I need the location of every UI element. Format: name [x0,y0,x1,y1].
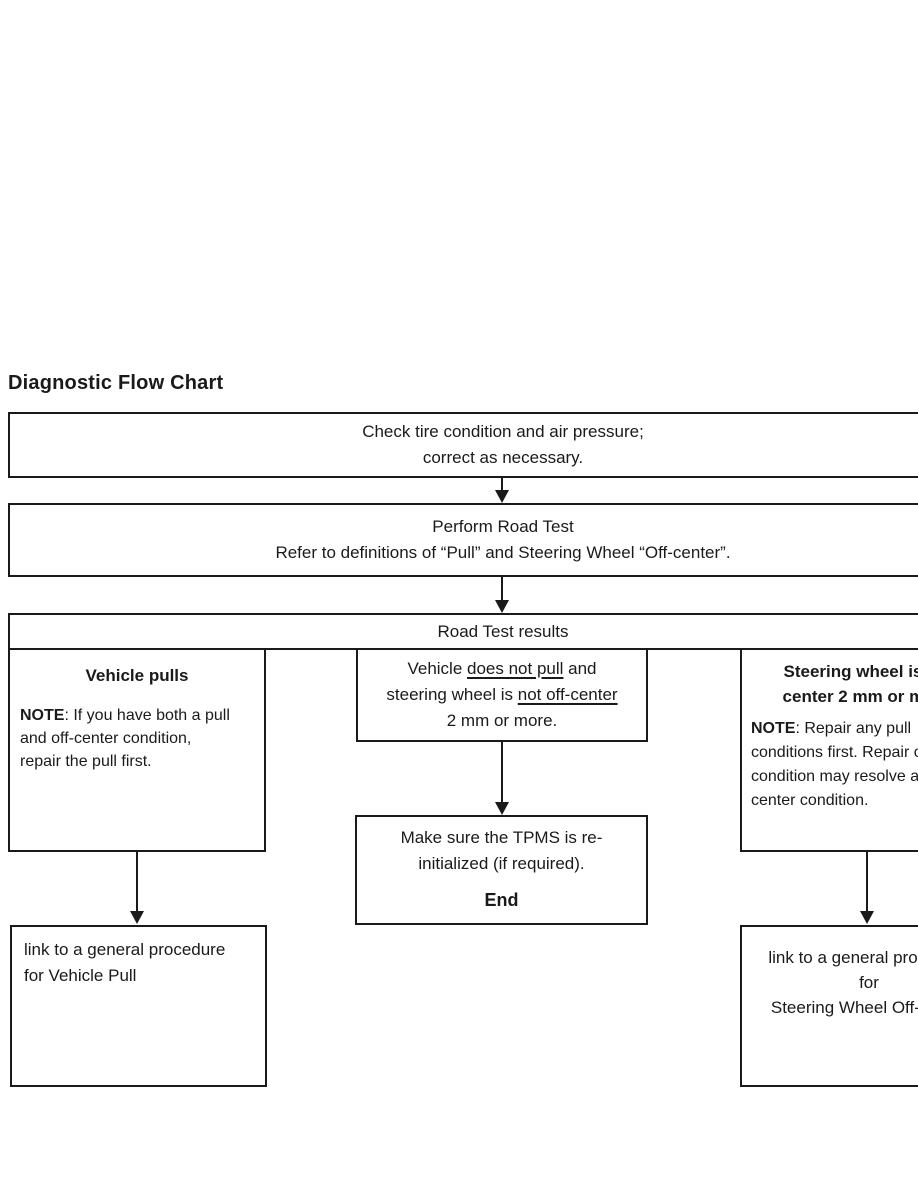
arrow-line [501,577,503,602]
no-pull-line2-underlined: not off-center [517,685,618,704]
note-line: NOTE: Repair any pull [751,717,918,741]
flow-box-road-test: Perform Road Test Refer to definitions o… [8,503,918,577]
arrow-line [501,742,503,804]
note-line: and off-center condition, [20,730,192,747]
note-line: NOTE: If you have both a pull [20,704,254,727]
link-steering-line2[interactable]: for [859,973,879,992]
arrow-line [501,478,503,492]
no-pull-line1-pre: Vehicle [407,659,468,678]
no-pull-line3: 2 mm or more. [446,711,558,730]
link-vehicle-pull-line2[interactable]: for Vehicle Pull [24,966,137,985]
note-line: repair the pull first. [20,753,152,770]
flow-box-road-test-line2: Refer to definitions of “Pull” and Steer… [275,543,731,562]
no-pull-line1: Vehicle does not pull and [358,656,646,682]
arrow-head [495,600,509,613]
flow-box-road-test-results-label: Road Test results [437,621,569,641]
no-pull-line2: steering wheel is not off-center [358,682,646,708]
tpms-line1: Make sure the TPMS is re- [400,828,603,847]
link-steering-line3[interactable]: Steering Wheel Off-center [770,998,918,1017]
note-text: : If you have both a pull [64,707,230,724]
flow-box-tpms-end: Make sure the TPMS is re- initialized (i… [355,815,648,925]
note-line: condition may resolve an off- [751,768,918,785]
flow-box-check-tires-line1: Check tire condition and air pressure; [362,422,644,441]
no-pull-line1-underlined: does not pull [467,659,564,678]
link-steering-line1[interactable]: link to a general procedure [768,948,918,967]
end-label: End [484,890,519,910]
vehicle-pulls-heading: Vehicle pulls [85,666,189,685]
tpms-line2: initialized (if required). [418,854,585,873]
arrow-line [866,852,868,913]
link-vehicle-pull-line1[interactable]: link to a general procedure [24,940,226,959]
arrow-head [860,911,874,924]
note-text: : Repair any pull [795,720,912,737]
arrow-head [495,802,509,815]
flow-box-no-pull: Vehicle does not pull and steering wheel… [356,648,648,742]
no-pull-line1-post: and [563,659,597,678]
flow-box-steering-off-center: Steering wheel is off- center 2 mm or mo… [740,648,918,852]
arrow-line [136,852,138,913]
flow-box-link-steering-off-center[interactable]: link to a general procedure for Steering… [740,925,918,1087]
no-pull-line2-pre: steering wheel is [386,685,518,704]
arrow-head [495,490,509,503]
page-title: Diagnostic Flow Chart [8,372,224,394]
flow-box-check-tires-line2: correct as necessary. [422,448,584,467]
vehicle-pulls-note: NOTE: If you have both a pull and off-ce… [10,688,264,773]
note-label: NOTE [751,720,796,737]
steering-off-center-heading-line1: Steering wheel is off- [783,662,918,681]
flow-box-road-test-results: Road Test results [8,613,918,650]
flow-box-check-tires: Check tire condition and air pressure; c… [8,412,918,478]
flow-box-link-vehicle-pull[interactable]: link to a general procedure for Vehicle … [10,925,267,1087]
steering-off-center-heading-line2: center 2 mm or more. [782,687,918,706]
note-line: conditions first. Repair of [751,744,918,761]
note-line: center condition. [751,792,869,809]
flow-box-vehicle-pulls: Vehicle pulls NOTE: If you have both a p… [8,648,266,852]
steering-off-center-note: NOTE: Repair any pull conditions first. … [742,709,918,813]
arrow-head [130,911,144,924]
note-label: NOTE [20,707,65,724]
flow-box-road-test-line1: Perform Road Test [432,517,574,536]
